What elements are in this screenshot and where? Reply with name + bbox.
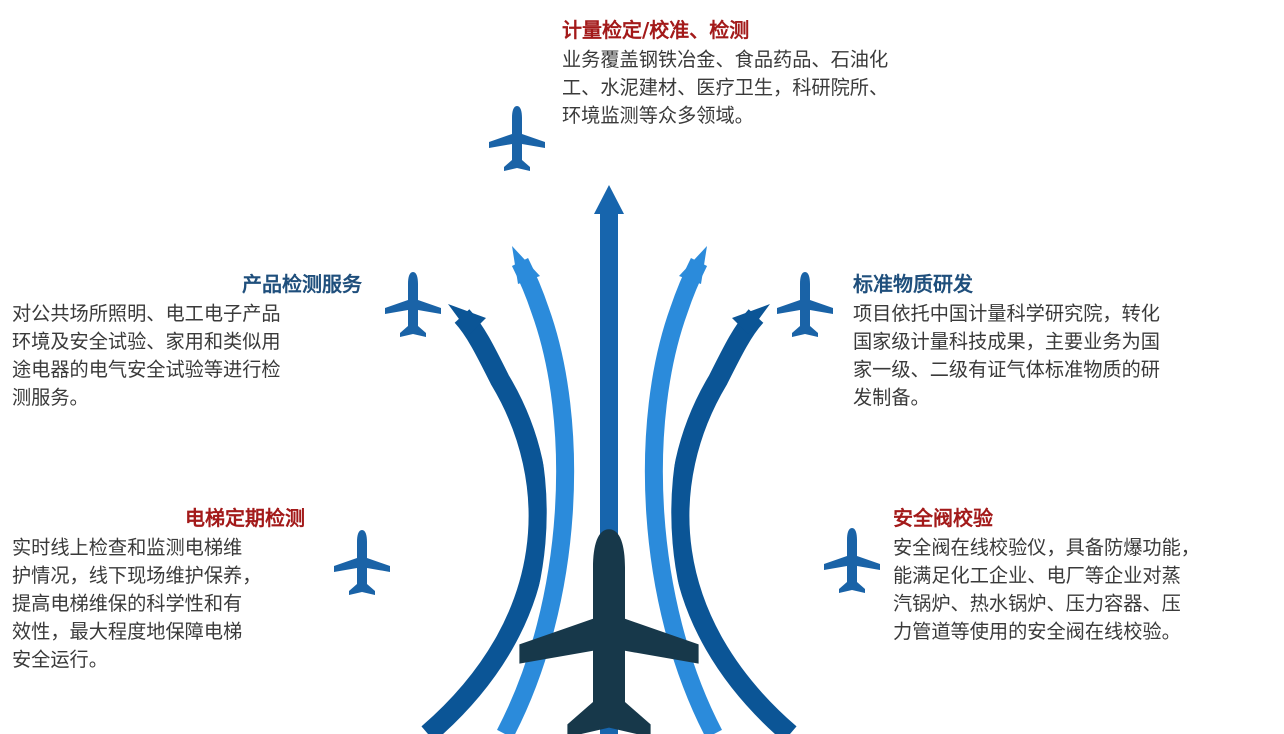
- desc-line: 环境监测等众多领域。: [562, 104, 754, 127]
- path-separator-right: [668, 359, 750, 734]
- arrowhead-right-outer: [732, 304, 770, 334]
- desc-line: 效性，最大程度地保障电梯: [12, 620, 243, 643]
- desc-line: 家一级、二级有证气体标准物质的研: [853, 358, 1160, 381]
- desc-line: 护情况，线下现场维护保养，: [12, 564, 262, 587]
- desc-line: 项目依托中国计量科学研究院，转化: [853, 302, 1160, 325]
- arrowhead-left-inner: [512, 246, 540, 284]
- airplane-icon: [777, 272, 833, 337]
- section-description: 安全阀在线校验仪，具备防爆功能， 能满足化工企业、电厂等企业对蒸 汽锅炉、热水锅…: [893, 534, 1200, 646]
- airplane-icon: [489, 106, 545, 171]
- path-separator-left: [468, 359, 550, 734]
- desc-line: 业务覆盖钢铁冶金、食品药品、石油化: [562, 48, 889, 71]
- section-description: 业务覆盖钢铁冶金、食品药品、石油化 工、水泥建材、医疗卫生，科研院所、 环境监测…: [562, 46, 888, 130]
- desc-line: 安全阀在线校验仪，具备防爆功能，: [893, 536, 1200, 559]
- section-safety-valve: 安全阀校验 安全阀在线校验仪，具备防爆功能， 能满足化工企业、电厂等企业对蒸 汽…: [893, 506, 1200, 646]
- desc-line: 测服务。: [12, 386, 89, 409]
- section-metrology: 计量检定/校准、检测 业务覆盖钢铁冶金、食品药品、石油化 工、水泥建材、医疗卫生…: [562, 18, 888, 130]
- section-title: 安全阀校验: [893, 506, 993, 530]
- flight-path-right-outer: [669, 309, 797, 734]
- desc-line: 途电器的电气安全试验等进行检: [12, 358, 281, 381]
- section-description: 项目依托中国计量科学研究院，转化 国家级计量科技成果，主要业务为国 家一级、二级…: [853, 300, 1160, 412]
- section-elevator-inspection: 电梯定期检测 实时线上检查和监测电梯维 护情况，线下现场维护保养， 提高电梯维保…: [12, 506, 305, 674]
- section-title: 电梯定期检测: [185, 506, 305, 530]
- airplane-icon: [385, 272, 441, 337]
- desc-line: 汽锅炉、热水锅炉、压力容器、压: [893, 592, 1181, 615]
- desc-line: 实时线上检查和监测电梯维: [12, 536, 243, 559]
- airplane-icon: [824, 528, 880, 593]
- desc-line: 力管道等使用的安全阀在线校验。: [893, 620, 1181, 643]
- desc-line: 安全运行。: [12, 648, 108, 671]
- section-product-testing: 产品检测服务 对公共场所照明、电工电子产品 环境及安全试验、家用和类似用 途电器…: [12, 272, 362, 412]
- desc-line: 提高电梯维保的科学性和有: [12, 592, 243, 615]
- desc-line: 工、水泥建材、医疗卫生，科研院所、: [562, 76, 889, 99]
- arrowhead-center: [594, 185, 624, 214]
- desc-line: 环境及安全试验、家用和类似用: [12, 330, 281, 353]
- arrowhead-right-inner: [679, 246, 707, 284]
- desc-line: 发制备。: [853, 386, 930, 409]
- flight-path-left-outer: [421, 309, 549, 734]
- airplane-icon: [334, 530, 390, 595]
- section-description: 对公共场所照明、电工电子产品 环境及安全试验、家用和类似用 途电器的电气安全试验…: [12, 300, 362, 412]
- section-reference-materials: 标准物质研发 项目依托中国计量科学研究院，转化 国家级计量科技成果，主要业务为国…: [853, 272, 1160, 412]
- section-title: 产品检测服务: [242, 272, 362, 296]
- desc-line: 对公共场所照明、电工电子产品: [12, 302, 281, 325]
- section-title: 标准物质研发: [853, 272, 973, 296]
- arrowhead-left-outer: [448, 304, 486, 334]
- desc-line: 能满足化工企业、电厂等企业对蒸: [893, 564, 1181, 587]
- section-description: 实时线上检查和监测电梯维 护情况，线下现场维护保养， 提高电梯维保的科学性和有 …: [12, 534, 305, 674]
- desc-line: 国家级计量科技成果，主要业务为国: [853, 330, 1160, 353]
- section-title: 计量检定/校准、检测: [562, 18, 750, 42]
